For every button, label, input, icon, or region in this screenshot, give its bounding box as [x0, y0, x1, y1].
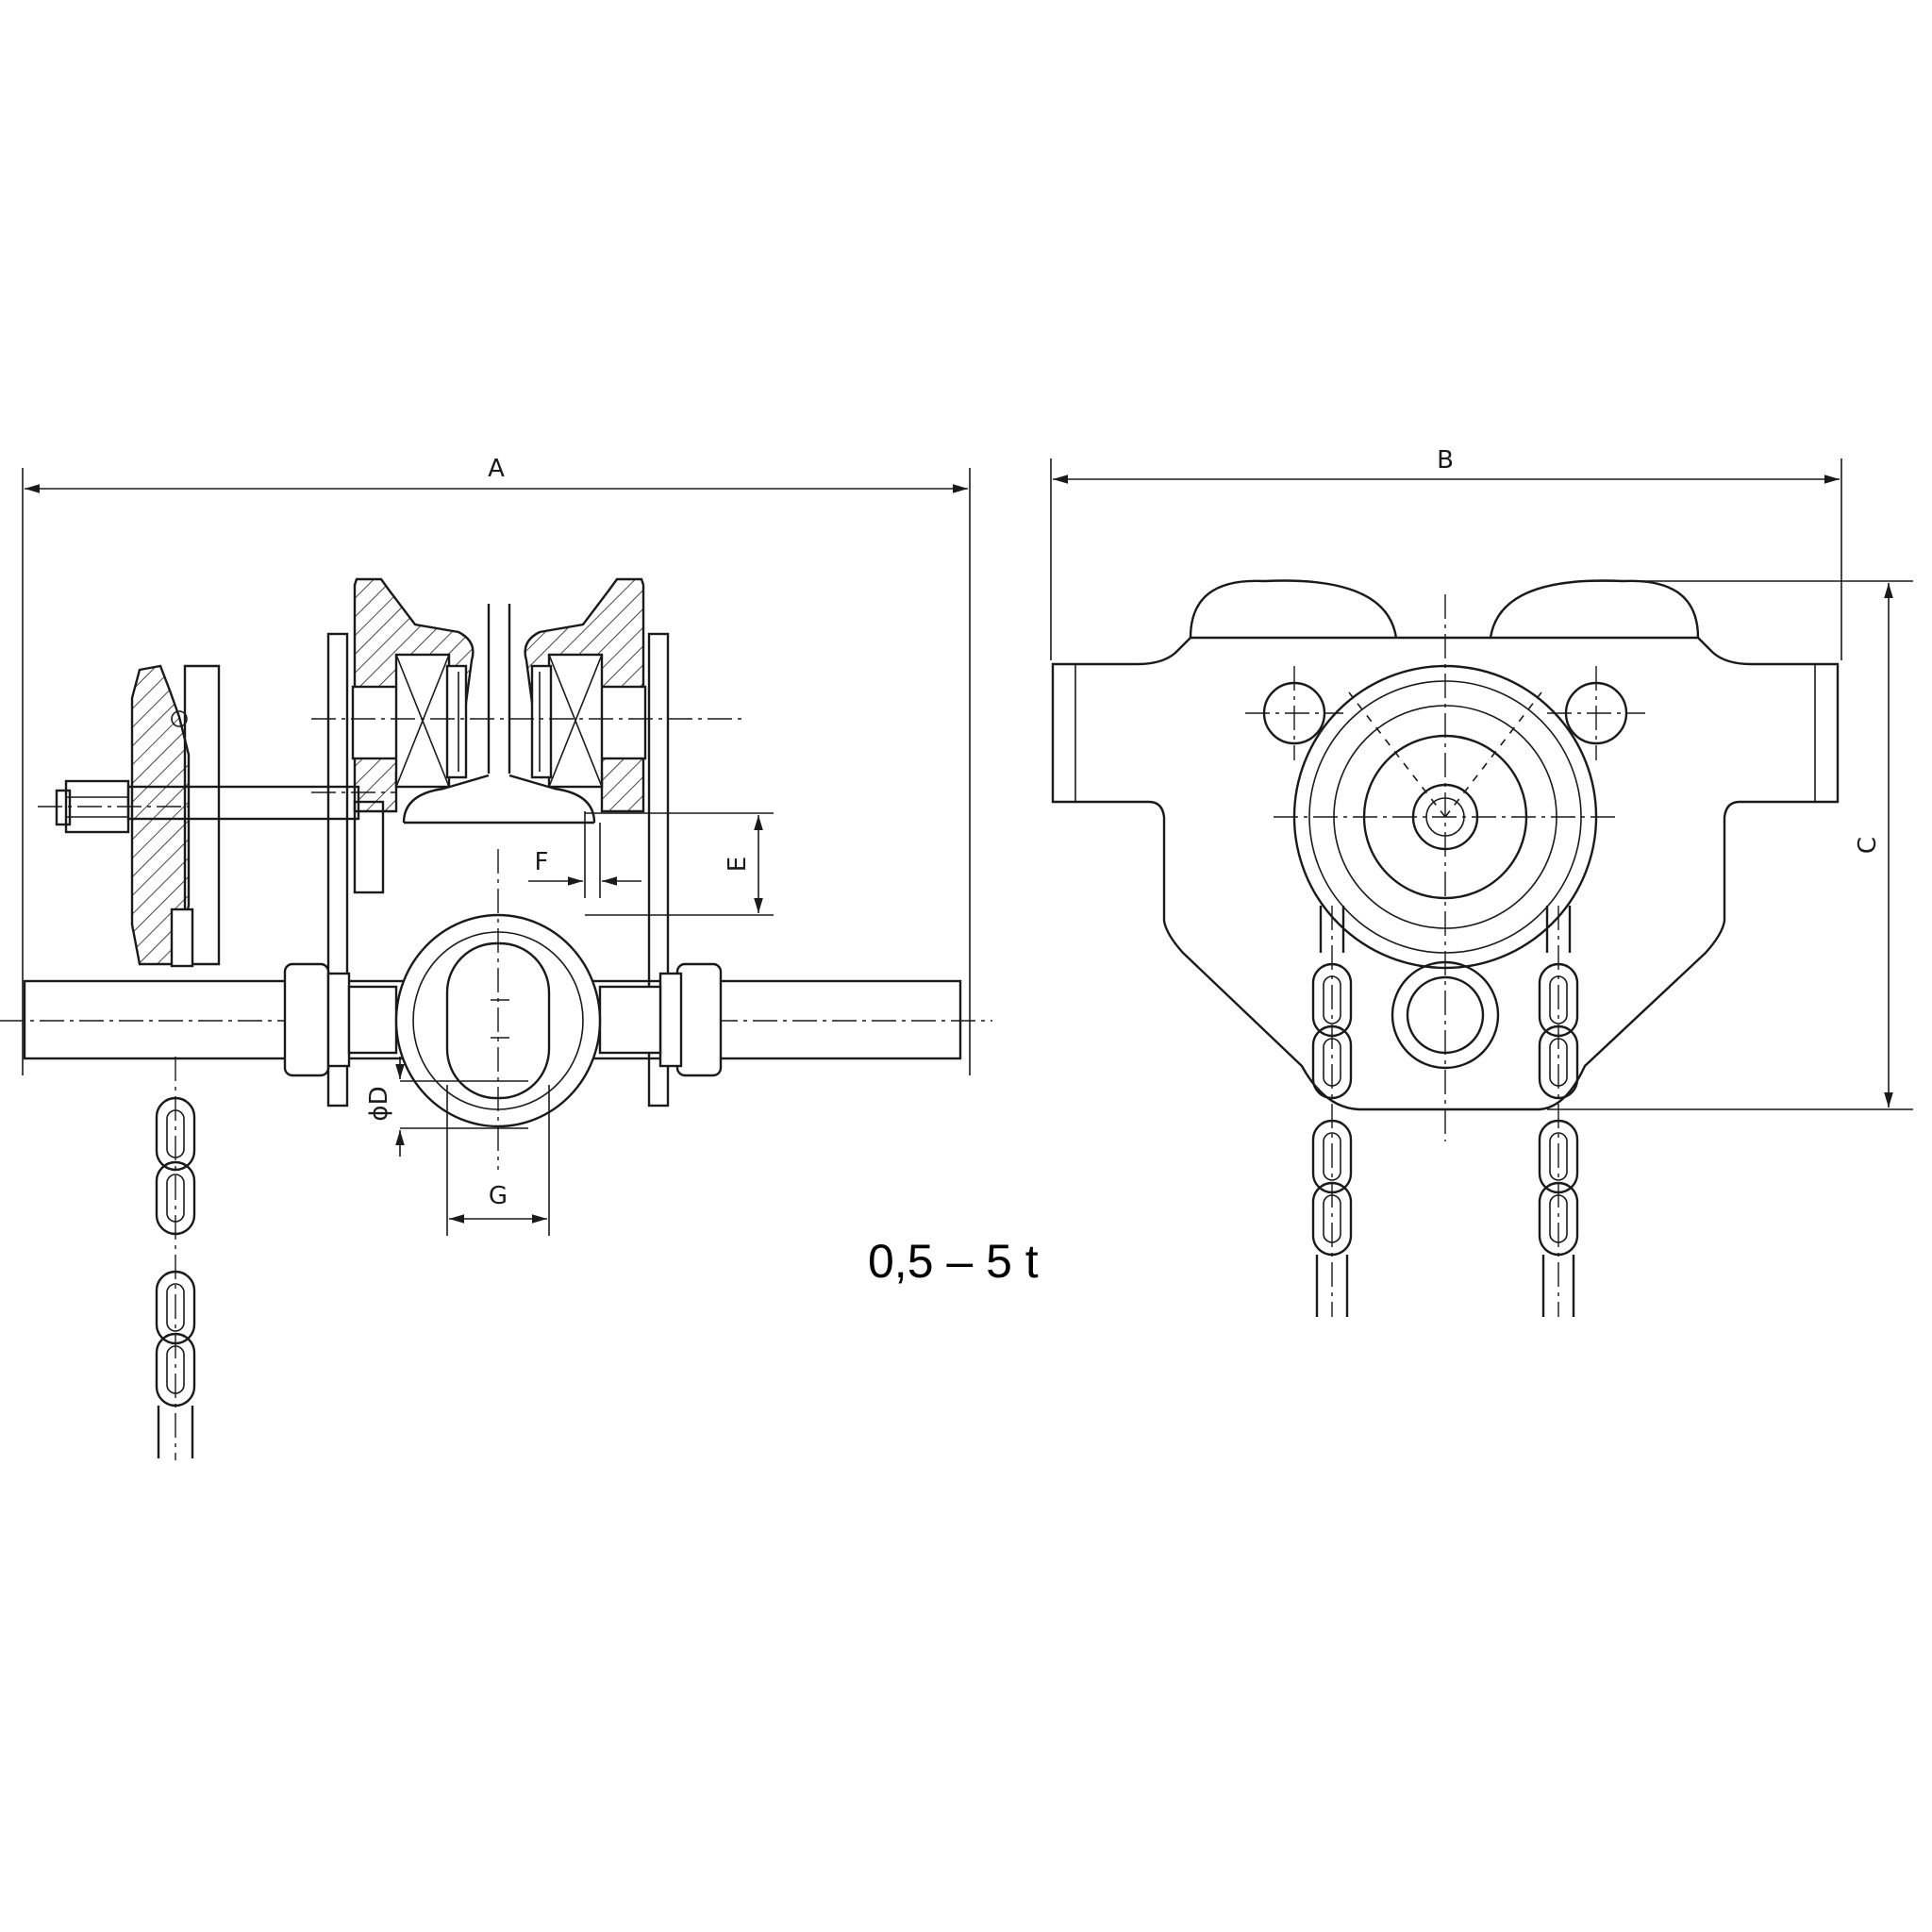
dimension-e: E [585, 812, 774, 916]
dimension-d: ϕD [365, 1057, 528, 1157]
hand-chain-left [155, 1057, 196, 1460]
front-wheel-right [1489, 579, 1700, 639]
side-plate-right [647, 632, 670, 1108]
dim-label-d: ϕD [365, 1086, 393, 1121]
trolley-wheel-left [351, 577, 475, 813]
dimension-c: C [1547, 580, 1913, 1110]
hand-wheel [130, 664, 221, 968]
side-plate-left [326, 632, 349, 1108]
side-view: A [0, 455, 992, 1460]
load-chain-left [1311, 906, 1353, 1317]
dim-label-g: G [489, 1182, 508, 1210]
trolley-wheel-right [524, 577, 647, 813]
suspension-bar [0, 962, 992, 1077]
dim-label-a: A [488, 455, 505, 483]
dimension-b: B [1050, 446, 1842, 660]
front-wheel-left [1189, 579, 1398, 639]
dimension-a: A [22, 455, 971, 1075]
dim-label-b: B [1437, 446, 1454, 475]
dimension-g: G [446, 1085, 550, 1236]
dimension-f: F [528, 811, 641, 898]
dim-label-f: F [535, 848, 549, 876]
load-chain-right [1538, 906, 1579, 1317]
drive-shaft [38, 779, 360, 834]
dim-label-c: C [1854, 837, 1882, 854]
rail-beam [402, 604, 596, 824]
front-view: B C [1050, 446, 1913, 1317]
load-eye [394, 849, 602, 1170]
capacity-caption: 0,5 – 5 t [868, 1235, 1039, 1288]
trolley-frame [1051, 636, 1840, 1111]
chain-guide [1391, 960, 1500, 1070]
dim-label-e: E [724, 857, 752, 872]
